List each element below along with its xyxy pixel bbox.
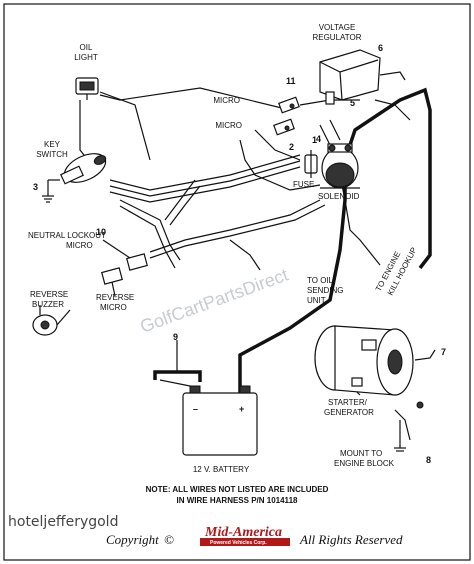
copyright-line: Copyright © Mid-America Powered Vehicles… — [106, 525, 403, 547]
oil-sending-label-2: SENDING — [307, 286, 343, 295]
callout-7: 7 — [441, 347, 446, 357]
callout-10: 10 — [96, 227, 106, 237]
fuse-label: FUSE — [293, 180, 314, 189]
diagram-border — [3, 3, 471, 561]
engine-block-ground — [394, 420, 406, 452]
fuse — [304, 150, 318, 178]
reverse-micro — [101, 267, 123, 297]
starter-label-1: STARTER/ — [328, 398, 368, 407]
brand-subtitle: Powered Vehicles Corp. — [210, 540, 267, 546]
callout-4: 4 — [316, 134, 321, 144]
oil-light-label-2: LIGHT — [74, 53, 98, 62]
micro-label-lower: MICRO — [215, 121, 242, 130]
callout-1: 1 — [312, 135, 317, 145]
mount-label-1: MOUNT TO — [340, 449, 382, 458]
battery-positive-sign: + — [239, 404, 244, 414]
brand-logo: Mid-America Powered Vehicles Corp. — [200, 525, 290, 546]
reverse-buzzer-label-1: REVERSE — [30, 290, 68, 299]
key-switch — [42, 153, 107, 203]
callout-11: 11 — [286, 76, 296, 86]
callout-2: 2 — [289, 142, 294, 152]
neutral-lockout-micro — [102, 239, 148, 271]
watermark: GolfCartPartsDirect — [137, 265, 290, 337]
key-switch-label-1: KEY — [44, 140, 61, 149]
reverse-buzzer — [32, 305, 71, 336]
neutral-lockout-label-1: NEUTRAL LOCKOUT — [28, 231, 106, 240]
starter-label-2: GENERATOR — [324, 408, 374, 417]
starter-generator — [314, 325, 424, 409]
oil-light — [75, 77, 99, 100]
oil-sending-label-3: UNIT — [307, 296, 326, 305]
copyright-symbol: © — [164, 532, 174, 547]
micro-label-upper: MICRO — [213, 96, 240, 105]
reverse-buzzer-label-2: BUZZER — [32, 300, 64, 309]
reverse-micro-label-1: REVERSE — [96, 293, 134, 302]
oil-sending-label-1: TO OIL — [307, 276, 334, 285]
copyright-text: Copyright — [106, 532, 159, 547]
voltage-regulator — [319, 49, 381, 105]
battery: – + — [159, 379, 258, 456]
key-switch-label-2: SWITCH — [36, 150, 68, 159]
solenoid-label: SOLENOID — [318, 192, 360, 201]
voltage-regulator-label-2: REGULATOR — [312, 33, 361, 42]
voltage-regulator-label-1: VOLTAGE — [319, 23, 356, 32]
brand-name: Mid-America — [204, 525, 282, 540]
callout-8: 8 — [426, 455, 431, 465]
neutral-lockout-label-2: MICRO — [66, 241, 93, 250]
battery-label: 12 V. BATTERY — [193, 465, 250, 474]
reverse-micro-label-2: MICRO — [100, 303, 127, 312]
callout-5: 5 — [350, 98, 355, 108]
solenoid — [320, 143, 360, 189]
callout-9: 9 — [173, 332, 178, 342]
oil-light-label-1: OIL — [80, 43, 93, 52]
callout-3: 3 — [33, 182, 38, 192]
note-line-2: IN WIRE HARNESS P/N 1014118 — [177, 496, 298, 505]
micro-switches-upper — [273, 96, 300, 136]
note-line-1: NOTE: ALL WIRES NOT LISTED ARE INCLUDED — [146, 485, 329, 494]
rights-text: All Rights Reserved — [299, 532, 403, 547]
mount-label-2: ENGINE BLOCK — [334, 459, 395, 468]
credit-watermark: hoteljefferygold — [8, 514, 118, 530]
callout-6: 6 — [378, 43, 383, 53]
battery-negative-sign: – — [193, 404, 198, 414]
